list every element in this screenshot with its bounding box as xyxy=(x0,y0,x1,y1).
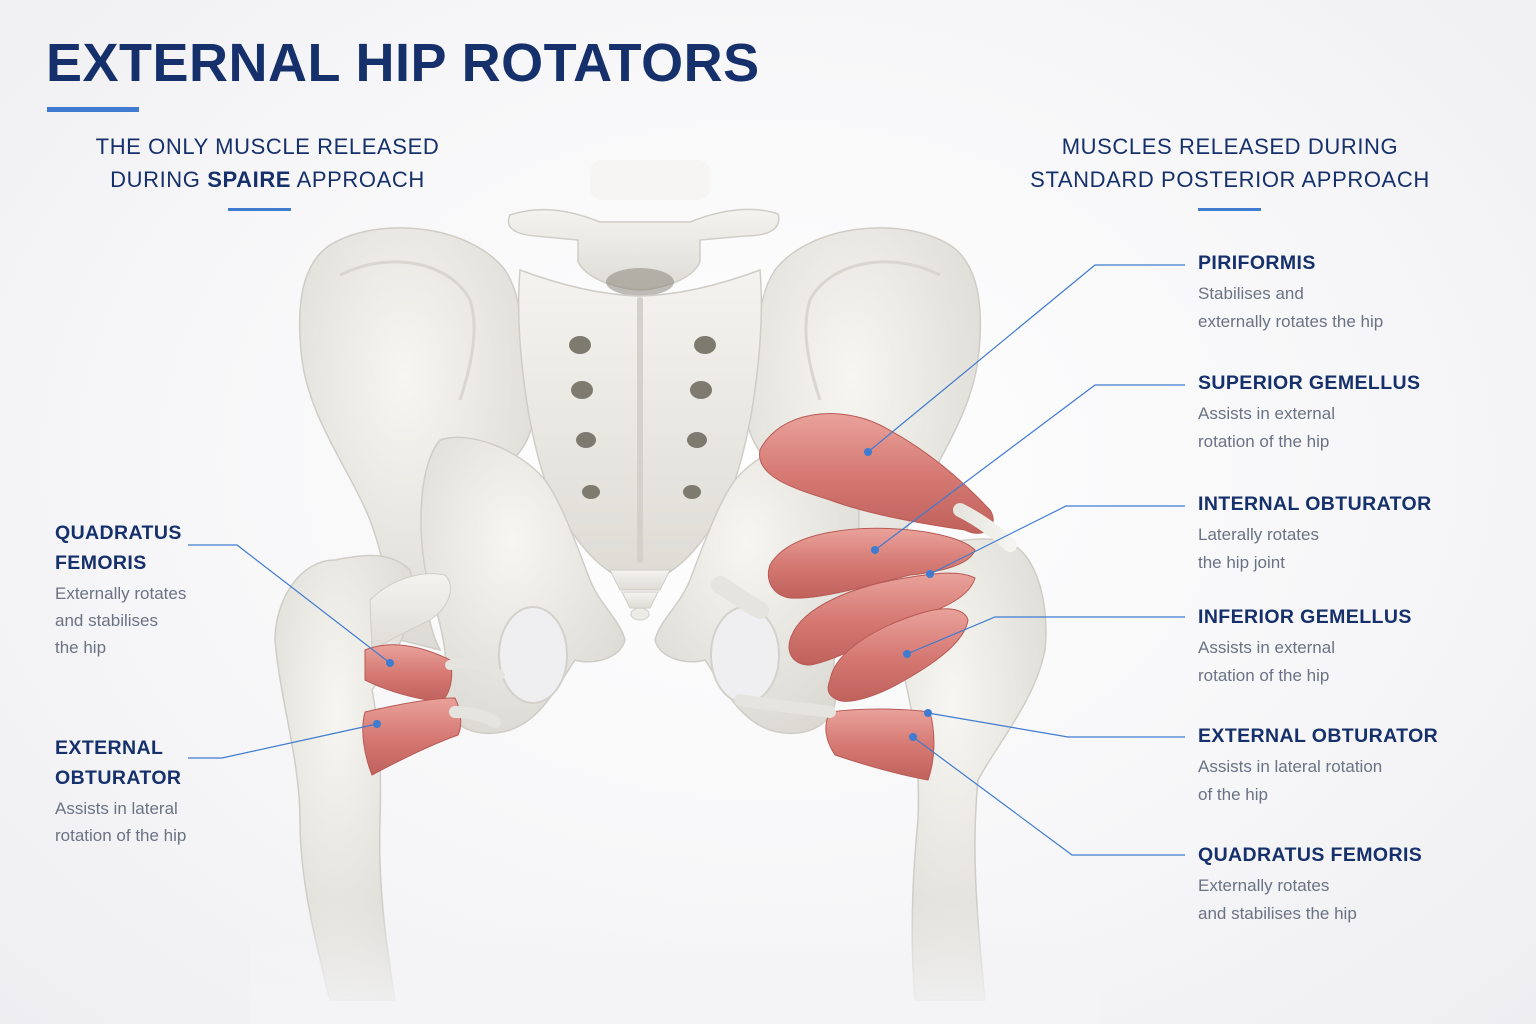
left-heading: THE ONLY MUSCLE RELEASED DURING SPAIRE A… xyxy=(80,130,455,196)
left-desc-external-obturator: Assists in lateral rotation of the hip xyxy=(55,799,187,845)
left-heading-line2-post: APPROACH xyxy=(291,167,425,192)
right-heading: MUSCLES RELEASED DURING STANDARD POSTERI… xyxy=(1020,130,1440,196)
left-leader-dots xyxy=(373,659,394,728)
left-muscles xyxy=(362,644,505,776)
right-desc-superior-gemellus: Assists in external rotation of the hip xyxy=(1198,404,1335,451)
right-label-internal-obturator: INTERNAL OBTURATOR xyxy=(1198,493,1432,515)
right-heading-line1: MUSCLES RELEASED DURING xyxy=(1061,134,1399,159)
right-label-quadratus-femoris: QUADRATUS FEMORIS xyxy=(1198,844,1423,866)
left-heading-spaire: SPAIRE xyxy=(207,167,292,192)
right-label-piriformis: PIRIFORMIS xyxy=(1198,252,1316,274)
right-label-superior-gemellus: SUPERIOR GEMELLUS xyxy=(1198,372,1421,394)
left-heading-underline xyxy=(228,208,291,211)
left-heading-line1: THE ONLY MUSCLE RELEASED xyxy=(95,134,440,159)
right-label-external-obturator: EXTERNAL OBTURATOR xyxy=(1198,725,1439,747)
right-leader-lines xyxy=(867,264,1185,856)
right-muscles xyxy=(711,413,1017,781)
page-title: EXTERNAL HIP ROTATORS xyxy=(46,33,760,93)
left-heading-line2-pre: DURING xyxy=(110,167,208,192)
right-desc-internal-obturator: Laterally rotates the hip joint xyxy=(1198,525,1319,572)
right-leader-dots xyxy=(864,448,934,741)
right-heading-underline xyxy=(1198,208,1261,211)
right-desc-piriformis: Stabilises and externally rotates the hi… xyxy=(1198,284,1384,331)
left-label-quadratus-femoris: QUADRATUS FEMORIS xyxy=(55,522,182,574)
right-label-inferior-gemellus: INFERIOR GEMELLUS xyxy=(1198,606,1412,628)
right-desc-quadratus-femoris: Externally rotates and stabilises the hi… xyxy=(1198,876,1357,923)
lumbar-vertebra xyxy=(507,160,780,296)
left-leader-lines xyxy=(188,544,391,759)
right-desc-inferior-gemellus: Assists in external rotation of the hip xyxy=(1198,638,1335,685)
right-heading-line2: STANDARD POSTERIOR APPROACH xyxy=(1030,167,1430,192)
left-label-external-obturator: EXTERNAL OBTURATOR xyxy=(55,737,182,789)
title-underline xyxy=(47,107,139,112)
right-desc-external-obturator: Assists in lateral rotation of the hip xyxy=(1198,757,1383,804)
left-desc-quadratus-femoris: Externally rotates and stabilises the hi… xyxy=(55,584,187,657)
